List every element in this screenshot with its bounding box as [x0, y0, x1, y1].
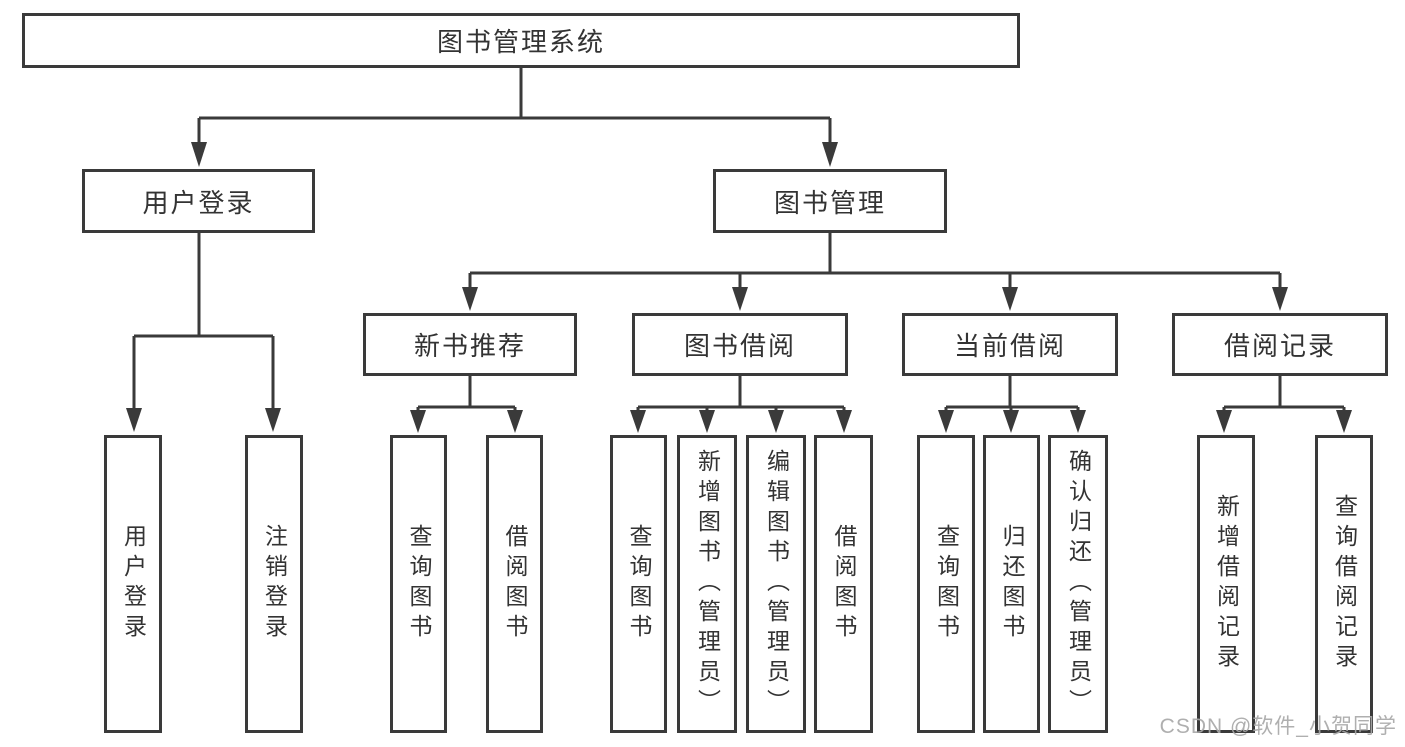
node-label: 用户登录	[120, 524, 147, 644]
node-label: 图书管理系统	[436, 27, 605, 57]
node-label: 归还图书	[999, 524, 1025, 644]
node-label: 查询图书	[626, 524, 652, 644]
node-label: 图书借阅	[683, 331, 796, 361]
leaf-user-login: 用户登录	[104, 435, 162, 733]
node-label: 借阅图书	[831, 524, 857, 644]
csdn-watermark: CSDN @软件_小贺同学	[1159, 715, 1397, 738]
leaf-borrow-books: 借阅图书	[814, 435, 873, 733]
node-label: 新书推荐	[413, 331, 526, 361]
node-book-management: 图书管理	[713, 169, 947, 233]
node-borrow-records: 借阅记录	[1172, 313, 1388, 376]
node-label: 查询图书	[933, 524, 960, 644]
node-label: 查询借阅记录	[1331, 494, 1358, 674]
node-label: 借阅记录	[1223, 331, 1336, 361]
node-label: 当前借阅	[953, 331, 1066, 361]
node-label: 编辑图书（管理员）	[763, 449, 790, 719]
leaf-query-books-current: 查询图书	[917, 435, 975, 733]
leaf-query-borrow-record: 查询借阅记录	[1315, 435, 1373, 733]
node-label: 新增借阅记录	[1213, 494, 1240, 674]
node-label: 用户登录	[142, 187, 255, 218]
node-label: 新增图书（管理员）	[694, 449, 721, 719]
node-book-borrow: 图书借阅	[632, 313, 848, 376]
leaf-confirm-return-admin: 确认归还（管理员）	[1048, 435, 1108, 733]
leaf-add-borrow-record: 新增借阅记录	[1197, 435, 1255, 733]
leaf-query-books-recommend: 查询图书	[390, 435, 447, 733]
node-label: 注销登录	[261, 524, 288, 644]
node-library-management-system: 图书管理系统	[22, 13, 1020, 68]
leaf-edit-book-admin: 编辑图书（管理员）	[746, 435, 806, 733]
node-label: 借阅图书	[502, 524, 528, 644]
node-current-borrow: 当前借阅	[902, 313, 1118, 376]
leaf-return-books: 归还图书	[983, 435, 1040, 733]
leaf-query-books-borrow: 查询图书	[610, 435, 667, 733]
node-label: 确认归还（管理员）	[1065, 449, 1092, 719]
node-label: 图书管理	[773, 187, 886, 218]
leaf-add-book-admin: 新增图书（管理员）	[677, 435, 737, 733]
node-label: 查询图书	[406, 524, 432, 644]
node-user-login: 用户登录	[82, 169, 315, 233]
leaf-borrow-books-recommend: 借阅图书	[486, 435, 543, 733]
node-new-book-recommend: 新书推荐	[363, 313, 577, 376]
leaf-logout: 注销登录	[245, 435, 303, 733]
